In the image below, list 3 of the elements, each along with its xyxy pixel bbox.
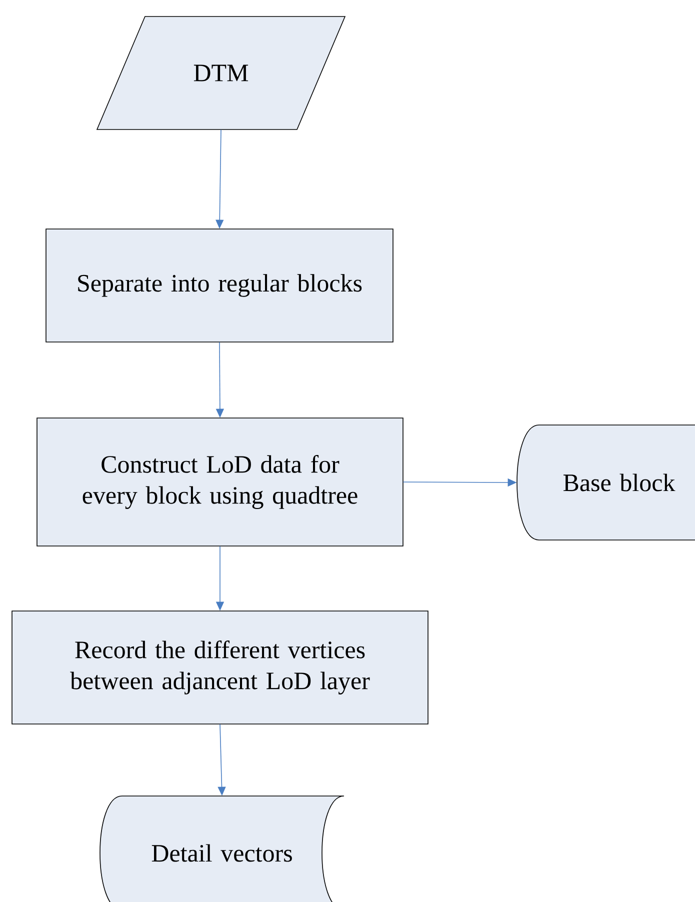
process-box: Construct LoD data for every block using quadtree — [36, 418, 404, 546]
process-box: Separate into regular blocks — [46, 228, 394, 342]
process-box: Record the different vertices between adjancent LoD layer — [12, 610, 428, 724]
